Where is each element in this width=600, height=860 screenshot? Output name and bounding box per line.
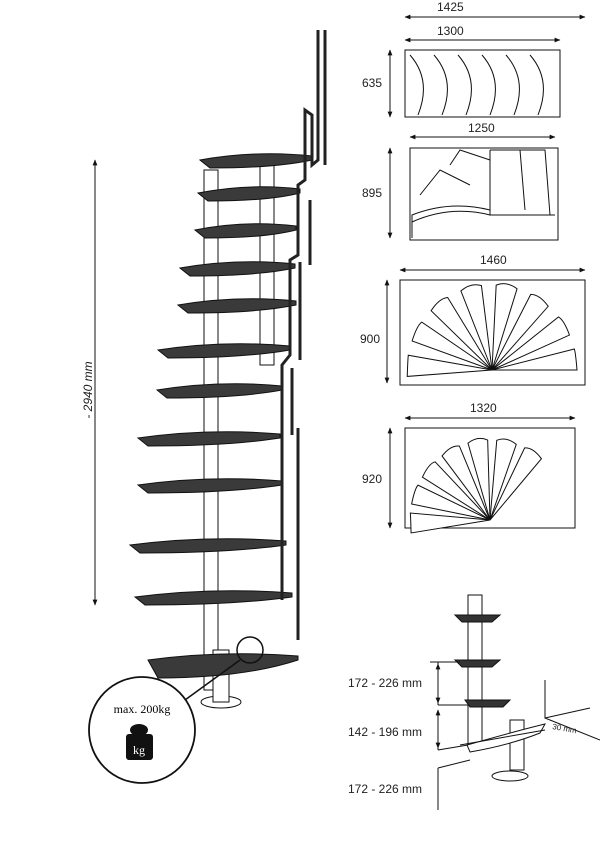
tread — [176, 298, 297, 314]
rise-bottom-label: 172 - 226 mm — [348, 782, 422, 796]
max-load-label: max. 200kg — [114, 702, 171, 716]
plan-1-outer-width: 1425 — [437, 0, 464, 14]
plan-3-depth: 900 — [360, 332, 380, 346]
tread — [147, 653, 299, 679]
plan-1-depth: 635 — [362, 76, 382, 90]
tread — [155, 383, 283, 399]
load-badge: max. 200kg kg — [88, 636, 264, 784]
tread — [136, 478, 283, 494]
plan-2-width: 1250 — [468, 121, 495, 135]
plan-2-depth: 895 — [362, 186, 382, 200]
staircase-handrail — [280, 30, 327, 640]
plan-4: 1320 920 — [362, 401, 576, 534]
tread — [196, 186, 301, 202]
weight-unit-label: kg — [133, 743, 145, 757]
plan-4-depth: 920 — [362, 472, 382, 486]
total-height-label: - 2940 mm — [81, 361, 95, 418]
plan-2: 1250 895 — [362, 121, 559, 241]
tread — [198, 153, 313, 169]
plan-3: 1460 900 — [360, 253, 586, 386]
plan-1-inner-width: 1300 — [437, 24, 464, 38]
tread-thickness-label: 30 mm — [552, 722, 578, 735]
plan-4-width: 1320 — [470, 401, 497, 415]
rise-detail: 172 - 226 mm 142 - 196 mm 172 - 226 mm 3… — [348, 594, 600, 810]
tread — [128, 538, 287, 554]
weight-icon: kg — [126, 724, 153, 760]
tread — [178, 261, 296, 277]
rise-middle-label: 142 - 196 mm — [348, 725, 422, 739]
plan-3-width: 1460 — [480, 253, 507, 267]
plan-1: 1425 1300 635 — [362, 0, 586, 118]
staircase-treads — [128, 153, 313, 679]
tread — [193, 223, 297, 239]
tread — [136, 431, 281, 447]
tread — [133, 590, 293, 606]
rise-top-label: 172 - 226 mm — [348, 676, 422, 690]
